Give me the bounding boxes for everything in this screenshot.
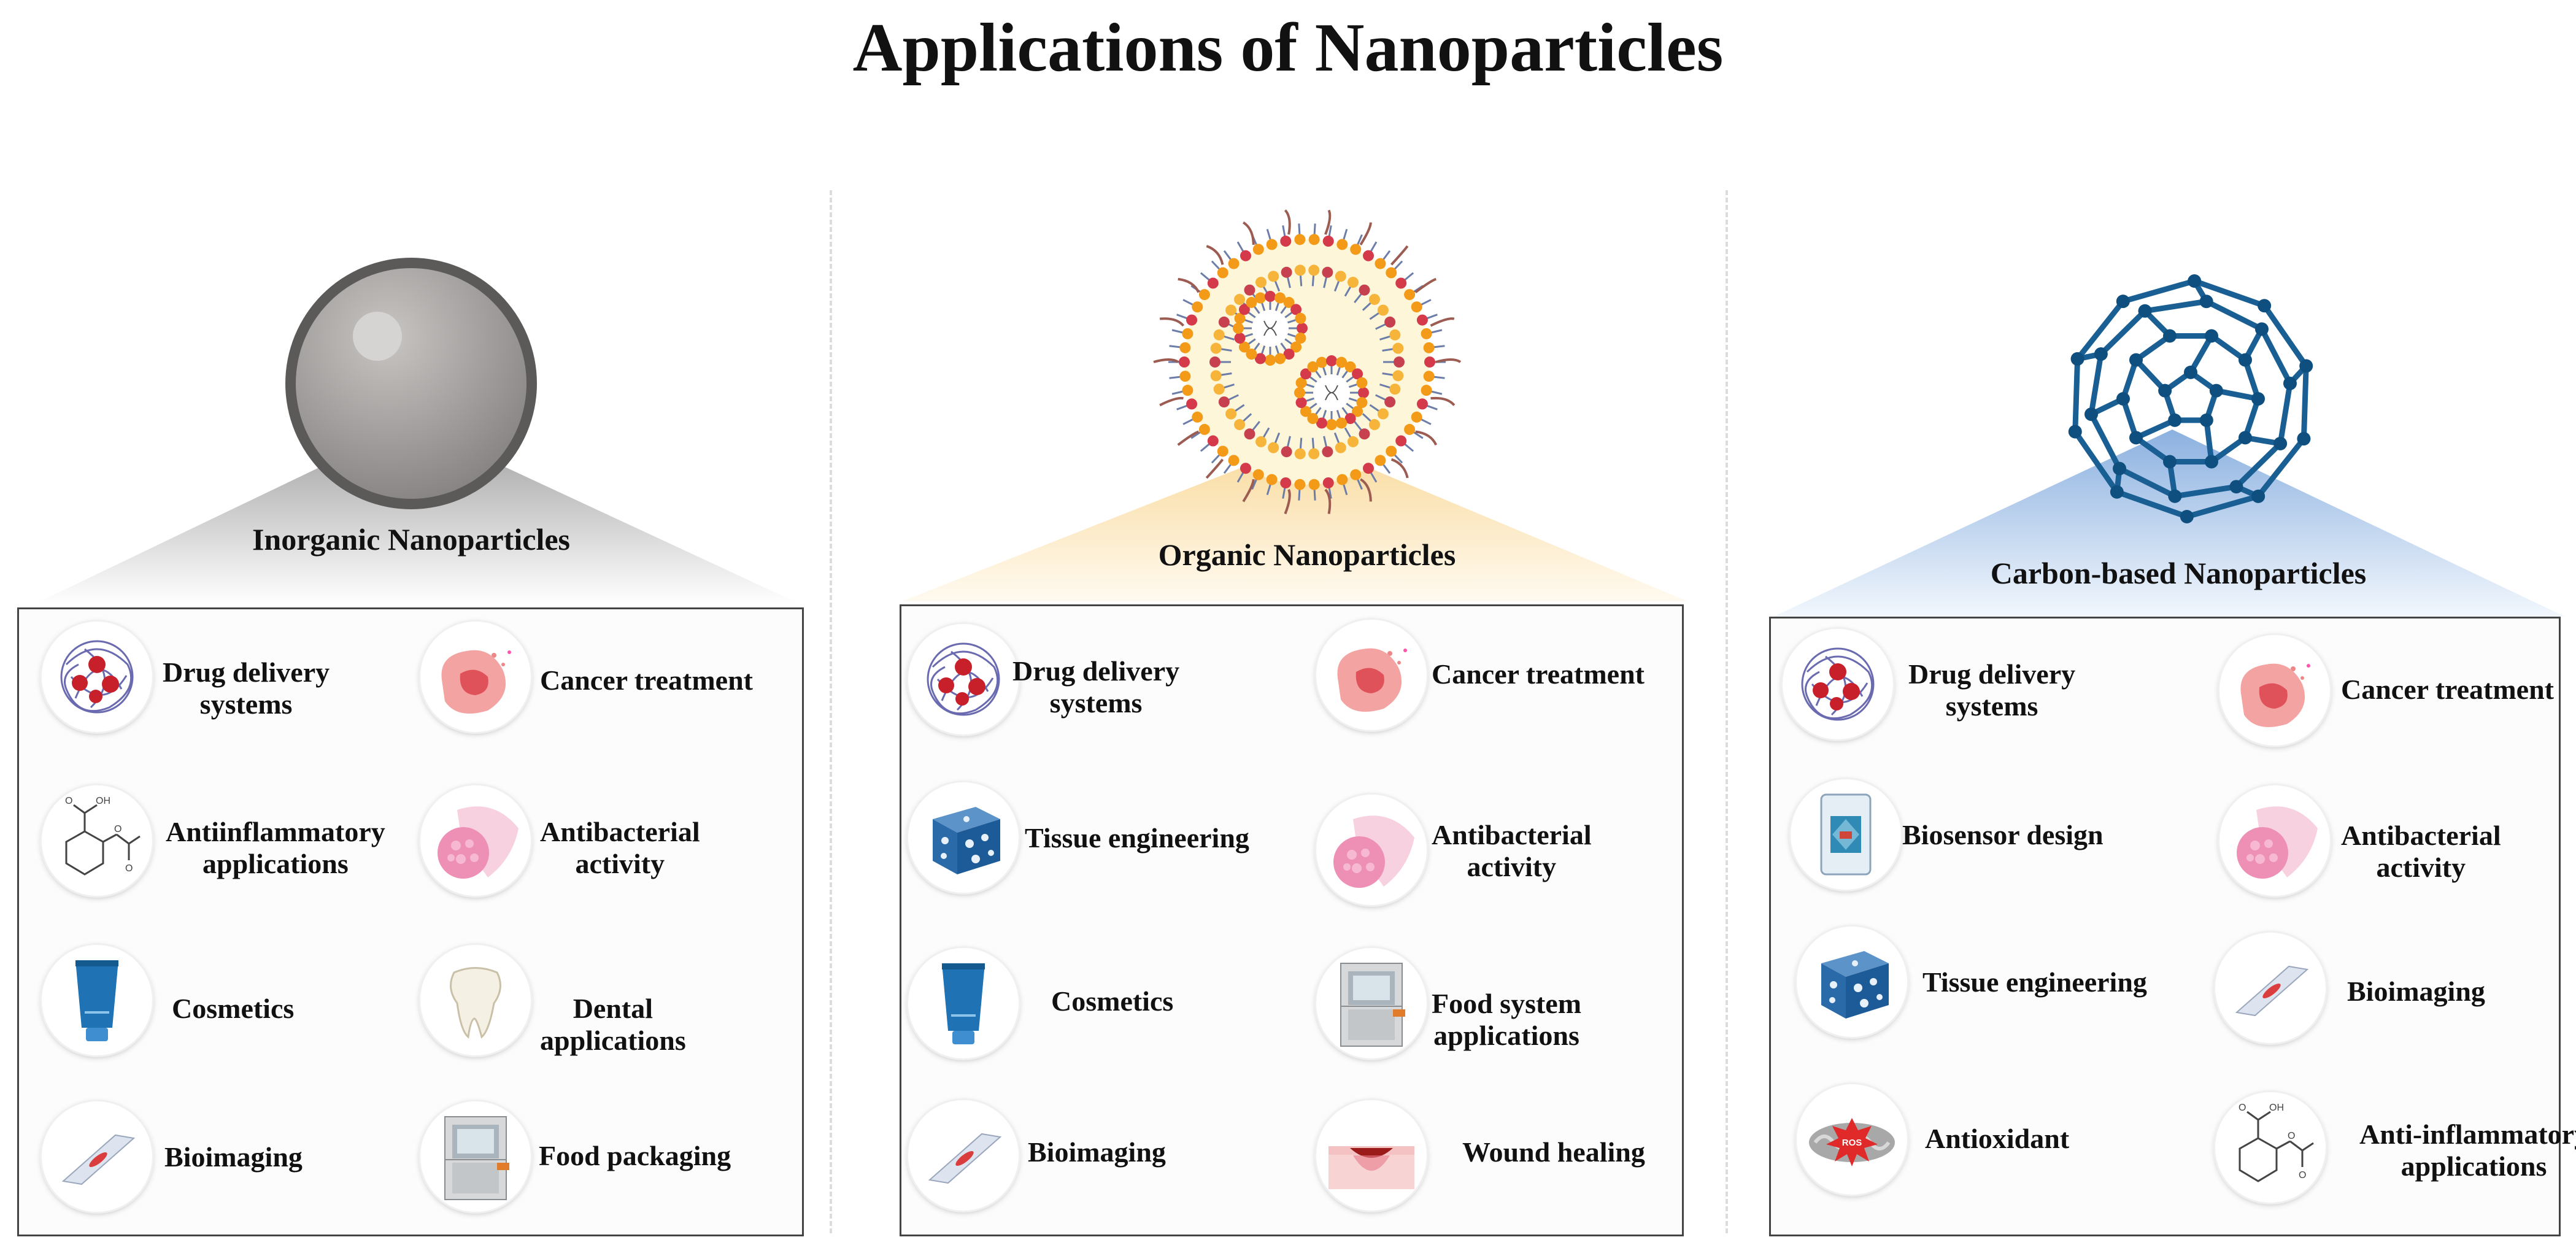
nanoparticle-drug-icon (1783, 629, 1893, 739)
application-label: Wound healing (1462, 1136, 1645, 1168)
cancer-cell-icon (420, 622, 531, 732)
application-label: Bioimaging (1028, 1136, 1166, 1168)
aspirin-molecule-icon: O OH O O (2215, 1092, 2326, 1203)
svg-text:OH: OH (96, 796, 110, 806)
applications-panel (900, 604, 1684, 1236)
carbon-column: Carbon-based Nanoparticles (1755, 0, 2576, 1256)
svg-text:O: O (125, 863, 133, 874)
microscope-slide-icon (908, 1100, 1019, 1211)
application-label: Cancer treatment (1432, 658, 1645, 690)
application-label: Cosmetics (1051, 985, 1174, 1017)
column-divider (830, 190, 832, 1233)
cosmetic-tube-icon (42, 945, 152, 1055)
svg-text:ROS: ROS (1842, 1138, 1862, 1148)
ros-mitochondria-icon: ROS (1797, 1084, 1907, 1195)
application-label: Cancer treatment (2341, 674, 2554, 705)
cancer-cell-icon (1316, 620, 1427, 730)
svg-text:OH: OH (2269, 1103, 2284, 1113)
application-label: Bioimaging (2347, 976, 2485, 1007)
cancer-cell-icon (2219, 635, 2330, 746)
category-label: Organic Nanoparticles (1158, 537, 1456, 572)
application-label: Biosensor design (1902, 819, 2104, 850)
svg-text:O: O (65, 796, 72, 806)
aspirin-molecule-icon: O OH O O (42, 785, 152, 896)
inorganic-column: Inorganic Nanoparticles (0, 0, 822, 1256)
bacteria-cell-icon (1316, 795, 1427, 905)
category-label: Carbon-based Nanoparticles (1990, 556, 2367, 590)
packaging-machine-icon (420, 1101, 531, 1212)
applications-panel (17, 607, 804, 1236)
application-label: Bioimaging (164, 1141, 303, 1173)
bacteria-cell-icon (2219, 785, 2330, 896)
inorganic-fan (34, 423, 801, 604)
packaging-machine-icon (1316, 948, 1427, 1058)
organic-fan (902, 442, 1687, 601)
scaffold-cube-icon (908, 782, 1019, 893)
tooth-icon (420, 945, 531, 1055)
application-label: Tissue engineering (1922, 966, 2147, 998)
svg-text:O: O (2239, 1103, 2246, 1113)
application-label: Antioxidant (1925, 1123, 2070, 1154)
svg-text:O: O (114, 824, 121, 834)
liposome-icon (1153, 209, 1462, 515)
page-title: Applications of Nanoparticles (852, 10, 1724, 86)
category-label: Inorganic Nanoparticles (252, 522, 571, 557)
nanoparticle-drug-icon (908, 624, 1019, 734)
column-divider (1726, 190, 1728, 1233)
nanoparticle-drug-icon (42, 622, 152, 732)
microscope-slide-icon (2215, 933, 2326, 1043)
application-label: Cancer treatment (540, 665, 753, 696)
svg-text:O: O (2288, 1131, 2295, 1141)
biosensor-chip-icon (1791, 779, 1901, 890)
bacteria-cell-icon (420, 785, 531, 896)
svg-text:O: O (2299, 1170, 2306, 1181)
scaffold-cube-icon (1797, 927, 1907, 1037)
carbon-fan (1773, 430, 2565, 617)
wound-icon (1316, 1100, 1427, 1211)
fullerene-icon (2068, 274, 2313, 523)
application-label: Tissue engineering (1025, 822, 1249, 853)
metal-sphere-icon (285, 258, 537, 509)
cosmetic-tube-icon (908, 948, 1019, 1058)
organic-column: Organic Nanoparticles (859, 0, 1718, 1256)
application-label: Cosmetics (172, 993, 295, 1024)
microscope-slide-icon (42, 1101, 152, 1212)
application-label: Food packaging (539, 1140, 731, 1171)
